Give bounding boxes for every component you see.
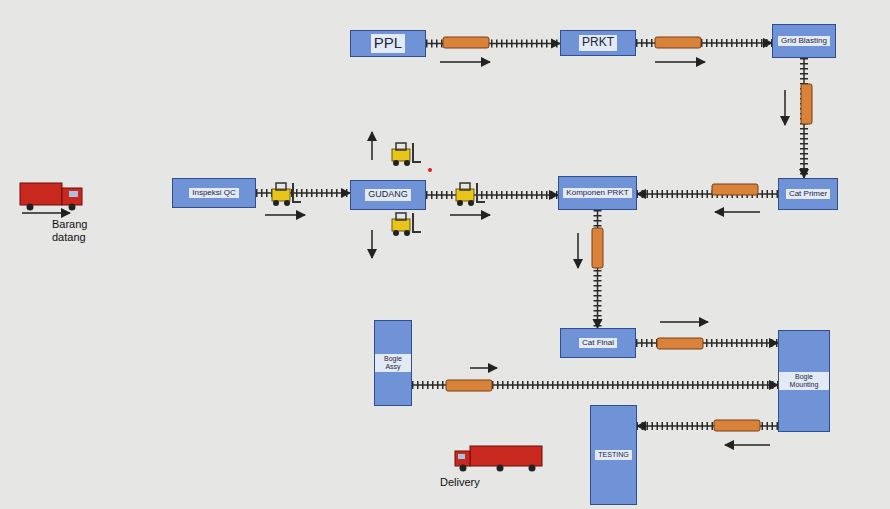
process-box: TESTING <box>590 405 637 505</box>
station-label: Grid Blasting <box>778 36 830 47</box>
delivery-truck <box>455 446 542 472</box>
forklift <box>392 213 421 236</box>
station-label: GUDANG <box>365 189 411 201</box>
forklift <box>272 183 301 206</box>
forklifts <box>272 143 485 236</box>
connector <box>426 194 558 196</box>
station-label: Cat Final <box>579 338 617 349</box>
process-box: Grid Blasting <box>772 24 836 58</box>
process-box: Inspeksi QC <box>172 178 256 208</box>
text-label: Barang datang <box>52 218 87 243</box>
station-label: Bogie Assy <box>375 354 411 371</box>
text-label: Barang datang <box>52 218 112 243</box>
direction-arrows <box>22 62 785 445</box>
process-box: Bogie Mounting <box>778 330 830 432</box>
rail-track <box>256 193 350 194</box>
process-box: Bogie Assy <box>374 320 412 406</box>
process-box: Cat Final <box>560 328 636 358</box>
station-label: PPL <box>371 34 405 53</box>
arrival-truck <box>20 183 82 211</box>
process-box: GUDANG <box>350 180 426 210</box>
station-label: Cat Primer <box>786 189 830 200</box>
text-label: Delivery <box>440 476 480 488</box>
station-label: Bogie Mounting <box>779 372 829 389</box>
process-box: PRKT <box>560 30 636 56</box>
process-box: PPL <box>350 30 426 57</box>
station-label: PRKT <box>579 35 617 50</box>
marker-dot <box>428 168 432 172</box>
station-label: Inspeksi QC <box>189 188 239 199</box>
process-box: Komponen PRKT <box>558 176 637 210</box>
forklift <box>392 143 421 166</box>
rail-ties <box>426 191 558 199</box>
text-label: Delivery <box>440 476 520 489</box>
wagons <box>443 37 812 431</box>
station-label: TESTING <box>595 450 631 460</box>
process-box: Cat Primer <box>778 178 838 210</box>
forklift <box>456 183 485 206</box>
rail-ties <box>256 189 350 197</box>
station-label: Komponen PRKT <box>563 188 631 199</box>
connector <box>256 192 350 194</box>
rail-track <box>426 195 558 196</box>
